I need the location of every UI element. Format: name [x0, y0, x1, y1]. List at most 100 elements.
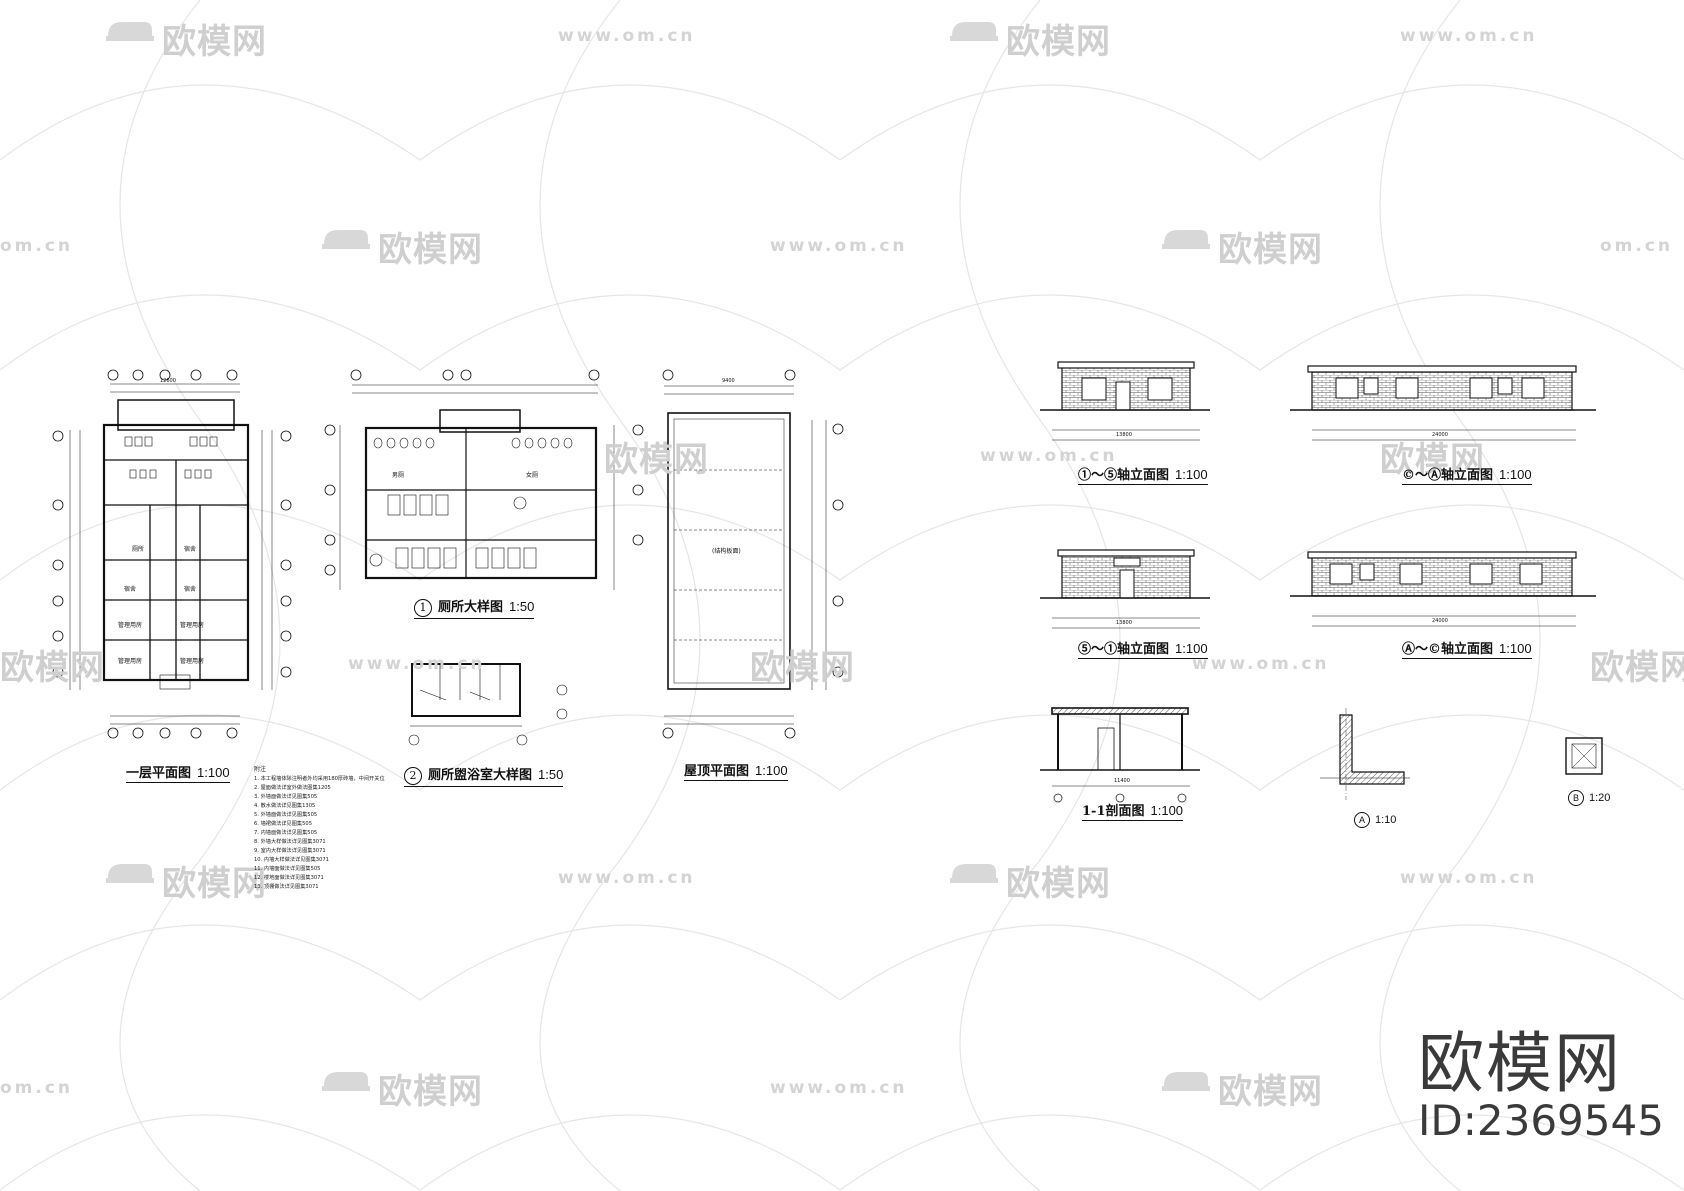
watermark-logo-icon — [104, 864, 156, 901]
note-line: 13. 顶棚做法详见图集3071 — [254, 884, 319, 890]
watermark-brand: 欧模网 — [948, 856, 1111, 905]
scale-text: 1:100 — [1150, 803, 1184, 818]
room-label: 厕所 — [132, 546, 145, 553]
watermark-brand: 欧模网 — [320, 1064, 483, 1113]
title-text: ①～⑤轴立面图 — [1078, 468, 1170, 483]
watermark-brand: 欧模网 — [104, 14, 267, 63]
title-elevation-2: ⑤～①轴立面图 1:100 — [1078, 638, 1208, 659]
watermark-brand-text: 欧模网 — [1006, 864, 1111, 904]
detail-b — [1565, 737, 1603, 775]
watermark-brand: 欧模网 — [320, 222, 483, 271]
watermark-logo-icon — [320, 1072, 372, 1109]
roof-label: (结构板面) — [712, 548, 741, 555]
elevation-2 — [1040, 549, 1210, 629]
watermark-logo-icon — [948, 864, 1000, 901]
drawing-number: 1 — [414, 599, 432, 617]
brand-name: 欧模网 — [1418, 1025, 1622, 1102]
room-label: 男厕 — [392, 472, 405, 479]
watermark-brand-text: 欧模网 — [750, 648, 855, 688]
watermark-url: www.om.cn — [1400, 26, 1538, 46]
title-text: 一层平面图 — [126, 766, 192, 781]
title-text: 厕所大样图 — [438, 600, 504, 615]
watermark-logo-icon — [1160, 1072, 1212, 1109]
note-line: 4. 散水做法详见图集1305 — [254, 803, 316, 809]
roof-plan — [662, 369, 844, 739]
scale-text: 1:20 — [1589, 792, 1611, 804]
room-label: 宿舍 — [124, 586, 137, 593]
elevation-1 — [1040, 361, 1210, 441]
watermark-url: om.cn — [0, 1078, 74, 1098]
note-line: 11. 内墙面做法详见图集505 — [254, 866, 321, 872]
watermark-url: www.om.cn — [770, 236, 908, 256]
scale-text: 1:50 — [538, 767, 564, 782]
note-line: 7. 内墙面做法详见图集505 — [254, 830, 318, 836]
watermark-brand-text: 欧模网 — [378, 1072, 483, 1112]
dimension-label: 24000 — [1432, 432, 1448, 438]
watermark-url: www.om.cn — [1192, 654, 1330, 674]
note-line: 12. 楼地面做法详见图集3071 — [254, 875, 324, 881]
watermark-url: om.cn — [1600, 236, 1674, 256]
watermark-logo-icon — [1160, 230, 1212, 267]
watermark-brand-text: 欧模网 — [1380, 440, 1485, 480]
scale-text: 1:100 — [1175, 467, 1208, 482]
note-line: 8. 外墙大样做法详见图集3071 — [254, 839, 326, 845]
watermark-url: om.cn — [0, 236, 74, 256]
watermark-brand-text: 欧模网 — [1590, 648, 1684, 688]
dimension-label: 13800 — [1116, 620, 1132, 626]
note-line: 10. 内墙大样做法详见图集3071 — [254, 857, 329, 863]
watermark-brand-text: 欧模网 — [162, 22, 267, 62]
model-id: ID:2369545 — [1418, 1096, 1664, 1145]
title-text: 1-1剖面图 — [1082, 804, 1145, 819]
watermark-brand: 欧模网 — [1380, 432, 1485, 481]
watermark-brand-text: 欧模网 — [604, 440, 709, 480]
title-text: 屋顶平面图 — [684, 764, 750, 779]
room-label: 管理用房 — [180, 622, 205, 629]
room-label: 管理用房 — [118, 658, 143, 665]
scale-text: 1:100 — [1499, 467, 1532, 482]
room-label: 管理用房 — [118, 622, 143, 629]
dimension-label: 13800 — [1116, 432, 1132, 438]
elevation-4 — [1290, 551, 1596, 627]
title-text: Ⓐ～©轴立面图 — [1402, 642, 1494, 657]
title-section-1-1: 1-1剖面图 1:100 — [1082, 800, 1184, 821]
watermark-brand: 欧模网 — [750, 640, 855, 689]
elevation-3 — [1290, 365, 1596, 441]
watermark-brand-text: 欧模网 — [1218, 230, 1323, 270]
note-line: 5. 外墙面做法详见图集505 — [254, 812, 318, 818]
general-notes: 附注 1. 本工程墙体除注明者外均采用180厚砖墙，中间开关位 2. 屋面做法详… — [254, 765, 385, 892]
watermark-url: www.om.cn — [770, 1078, 908, 1098]
watermark-brand-text: 欧模网 — [162, 864, 267, 904]
toilet-shower-detail — [408, 663, 568, 746]
watermark-brand: 欧模网 — [0, 640, 105, 689]
detail-a — [1320, 708, 1410, 800]
title-text: ⑤～①轴立面图 — [1078, 642, 1170, 657]
title-text: 厕所盥浴室大样图 — [428, 768, 533, 783]
watermark-url: www.om.cn — [348, 654, 486, 674]
watermark-brand-text: 欧模网 — [1218, 1072, 1323, 1112]
watermark-url: www.om.cn — [980, 446, 1118, 466]
room-label: 宿舍 — [184, 546, 197, 553]
watermark-logo-icon — [104, 22, 156, 59]
scale-text: 1:100 — [1175, 641, 1208, 656]
watermark-url: www.om.cn — [1400, 868, 1538, 888]
title-elevation-1: ①～⑤轴立面图 1:100 — [1078, 464, 1208, 485]
watermark-url: www.om.cn — [558, 868, 696, 888]
note-line: 1. 本工程墙体除注明者外均采用180厚砖墙，中间开关位 — [254, 776, 385, 782]
dimension-label: 24000 — [1432, 618, 1448, 624]
note-line: 6. 墙裙做法详见图集505 — [254, 821, 312, 827]
watermark-brand: 欧模网 — [1590, 640, 1684, 689]
room-label: 宿舍 — [184, 586, 197, 593]
note-line: 9. 室内大样做法详见图集3071 — [254, 848, 326, 854]
toilet-detail-plan — [324, 369, 644, 590]
watermark-logo-icon — [320, 230, 372, 267]
watermark-brand-text: 欧模网 — [0, 648, 105, 688]
